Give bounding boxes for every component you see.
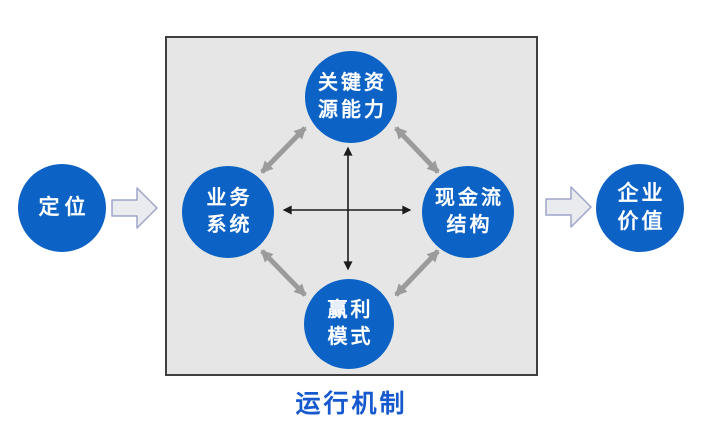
node-enterprise-value-line2: 价值 <box>617 210 666 233</box>
block-arrow-right <box>545 186 592 228</box>
gray-arrow-top-right <box>394 126 440 174</box>
box-caption: 运行机制 <box>295 390 408 418</box>
node-key-resources-line1: 关键资 <box>318 72 387 94</box>
node-business-system: 业务 系统 <box>182 166 274 258</box>
node-positioning-label: 定位 <box>38 196 91 219</box>
node-business-system-line1: 业务 <box>206 187 253 209</box>
gray-arrow-left-bottom <box>260 249 307 297</box>
node-profit-model: 赢利 模式 <box>304 279 394 369</box>
node-business-system-line2: 系统 <box>206 214 253 236</box>
node-enterprise-value: 企业 价值 <box>596 164 684 252</box>
node-profit-model-line2: 模式 <box>327 326 374 348</box>
node-cashflow-structure-line2: 结构 <box>446 214 493 236</box>
gray-arrow-bottom-right <box>394 249 440 297</box>
block-arrow-left <box>111 187 158 229</box>
gray-arrow-left-top <box>260 126 307 174</box>
node-key-resources: 关键资 源能力 <box>305 51 397 143</box>
node-cashflow-structure-line1: 现金流 <box>435 187 504 209</box>
node-profit-model-line1: 赢利 <box>327 299 374 321</box>
node-enterprise-value-line1: 企业 <box>617 182 666 205</box>
node-cashflow-structure: 现金流 结构 <box>422 166 514 258</box>
node-positioning: 定位 <box>18 164 106 252</box>
node-key-resources-line2: 源能力 <box>318 99 387 121</box>
